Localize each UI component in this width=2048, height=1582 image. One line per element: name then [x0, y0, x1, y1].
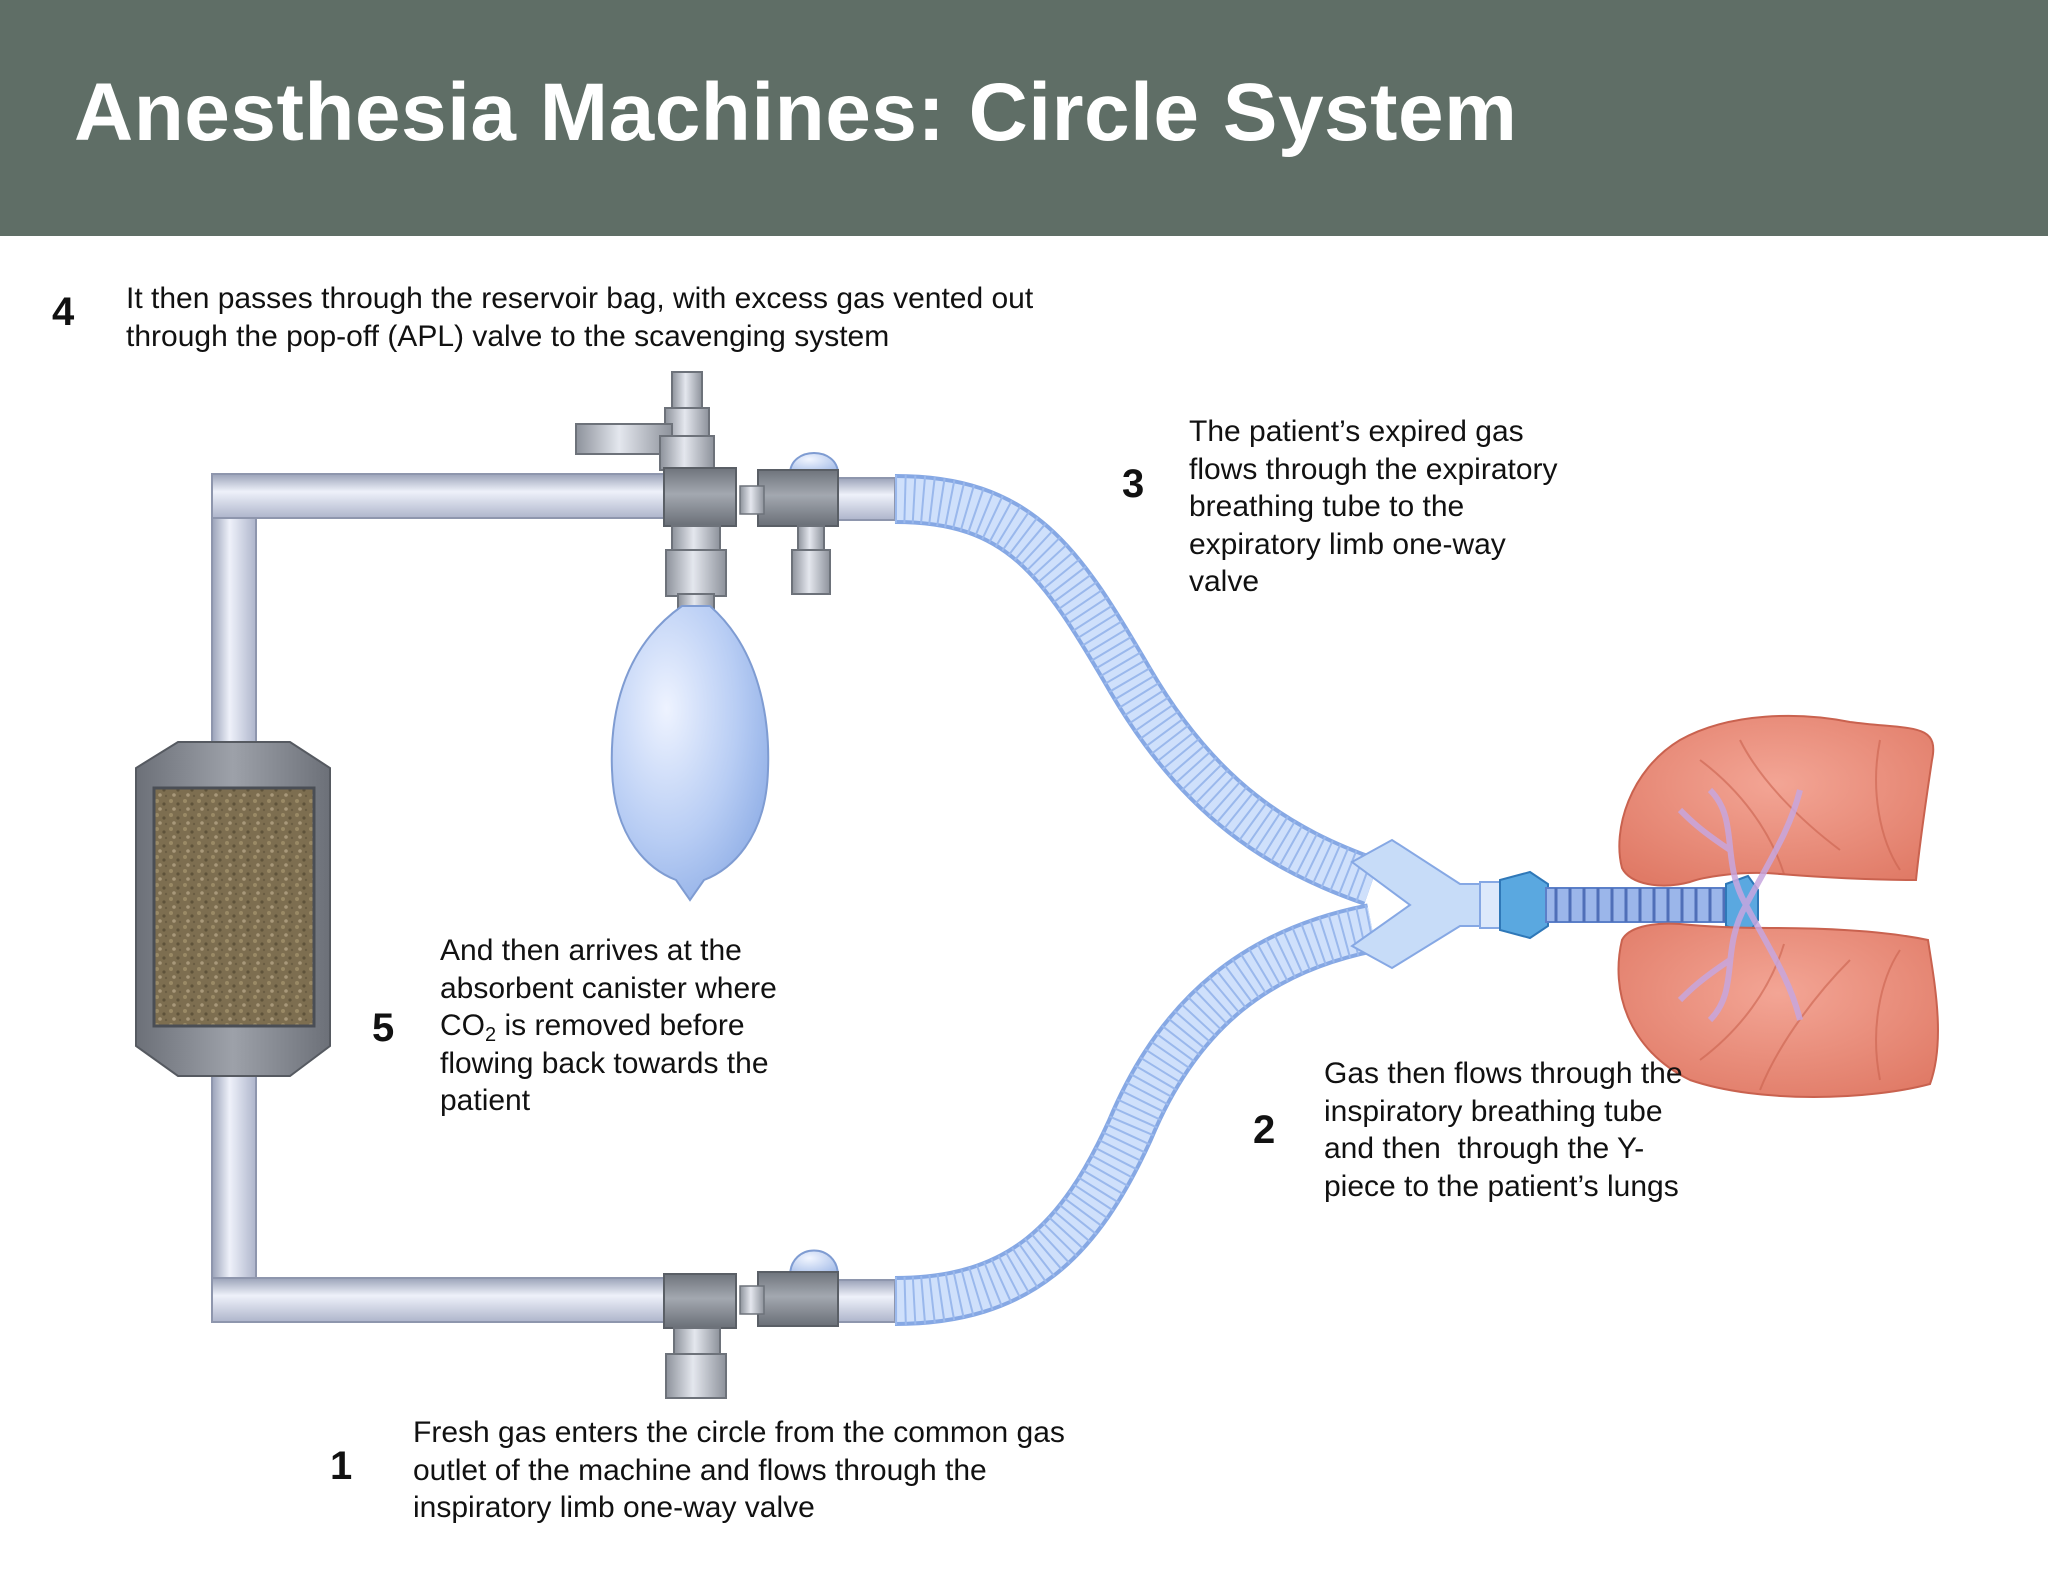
title-bar: Anesthesia Machines: Circle System [0, 0, 2048, 236]
expiratory-valve [739, 452, 840, 595]
reservoir-bag [610, 593, 770, 902]
inspiratory-tube [894, 903, 1377, 1326]
step-3-number: 3 [1122, 462, 1145, 506]
endotracheal-tube [1499, 870, 1759, 940]
step-4-number: 4 [52, 290, 75, 334]
inspiratory-valve [739, 1249, 840, 1327]
circuit-pipe [211, 473, 896, 1323]
expiratory-tube [894, 474, 1381, 906]
step-5-subscript: 2 [485, 1024, 497, 1046]
lungs [1617, 714, 1939, 1098]
step-1-text: Fresh gas enters the circle from the com… [413, 1416, 1065, 1524]
fresh-gas-inlet [663, 1273, 737, 1399]
step-2-number: 2 [1253, 1108, 1276, 1152]
y-piece [1350, 838, 1503, 970]
step-3-text: The patient’s expired gas flows through … [1189, 415, 1558, 598]
step-2-text: Gas then flows through the inspiratory b… [1324, 1057, 1683, 1203]
step-5-text: And then arrives at the absorbent canist… [440, 932, 777, 1120]
step-5-number: 5 [372, 1006, 395, 1050]
step-1-number: 1 [330, 1444, 353, 1488]
apl-valve [575, 371, 737, 597]
step-5-text-after: is removed before flowing back towards t… [440, 1009, 769, 1117]
absorbent-canister [135, 741, 331, 1077]
step-5-text-before: And then arrives at the absorbent canist… [440, 934, 777, 1042]
page-title: Anesthesia Machines: Circle System [74, 67, 1518, 158]
step-4-text: It then passes through the reservoir bag… [126, 282, 1034, 353]
